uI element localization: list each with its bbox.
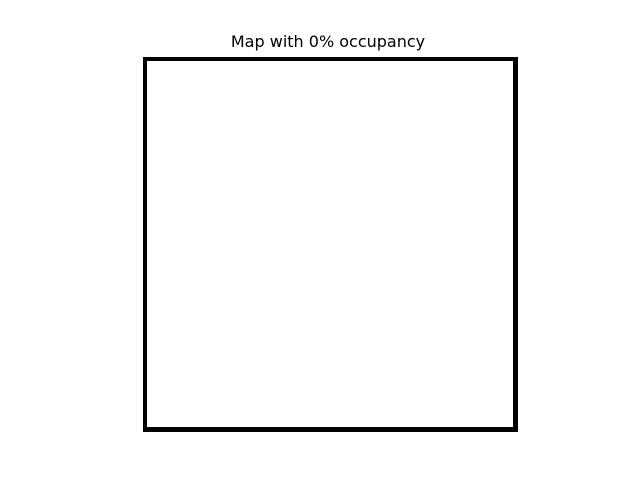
- occupancy-map: [143, 57, 518, 432]
- occupancy-map-canvas: [147, 61, 513, 427]
- chart-title: Map with 0% occupancy: [230, 32, 426, 51]
